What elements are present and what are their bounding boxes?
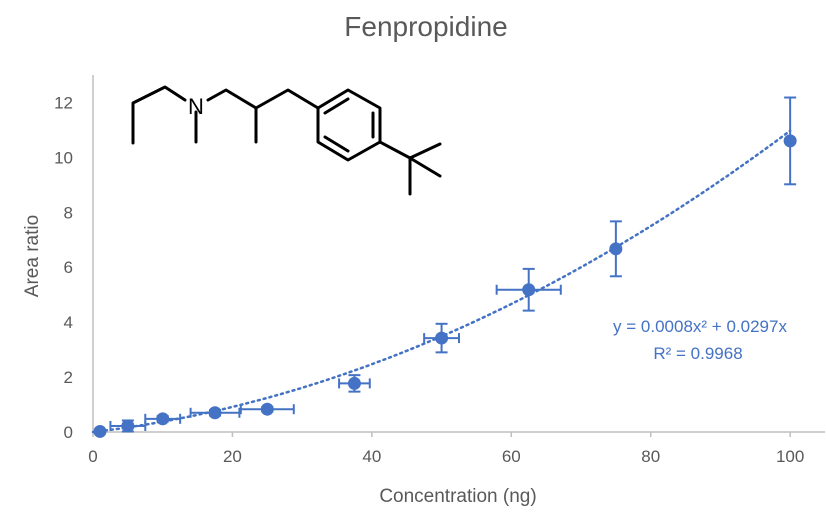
data-points <box>93 134 797 438</box>
y-tick-label: 6 <box>64 258 73 277</box>
data-point <box>93 424 107 438</box>
x-tick-label: 0 <box>88 447 97 466</box>
data-point <box>121 419 135 433</box>
data-point <box>783 134 797 148</box>
trendline <box>91 129 792 434</box>
x-tick-label: 20 <box>223 447 242 466</box>
chart-title: Fenpropidine <box>344 11 507 42</box>
y-tick-label: 8 <box>64 203 73 222</box>
error-bars <box>109 96 797 433</box>
svg-text:N: N <box>188 94 204 119</box>
y-tick-label: 4 <box>64 313 73 332</box>
x-tick-label: 80 <box>641 447 660 466</box>
y-tick-labels: 0 2 4 6 8 10 12 <box>54 93 73 442</box>
y-axis-label: Area ratio <box>22 215 43 297</box>
data-point <box>156 412 170 426</box>
x-axis-label: Concentration (ng) <box>379 486 536 507</box>
data-point <box>609 242 623 256</box>
data-point <box>435 331 449 345</box>
x-tick-labels: 0 20 40 60 80 100 <box>88 432 804 466</box>
y-tick-label: 2 <box>64 368 73 387</box>
x-tick-label: 60 <box>502 447 521 466</box>
data-point <box>260 402 274 416</box>
data-point <box>208 406 222 420</box>
data-point <box>522 283 536 297</box>
chemical-structure-icon: N <box>131 85 442 196</box>
trendline-r-squared: R² = 0.9968 <box>653 344 742 363</box>
data-point <box>347 376 361 390</box>
x-tick-label: 40 <box>362 447 381 466</box>
y-tick-label: 0 <box>64 423 73 442</box>
axes <box>92 75 825 433</box>
x-tick-label: 100 <box>776 447 804 466</box>
y-tick-label: 12 <box>54 93 73 112</box>
trendline-equation: y = 0.0008x² + 0.0297x <box>613 317 787 336</box>
y-tick-label: 10 <box>54 148 73 167</box>
